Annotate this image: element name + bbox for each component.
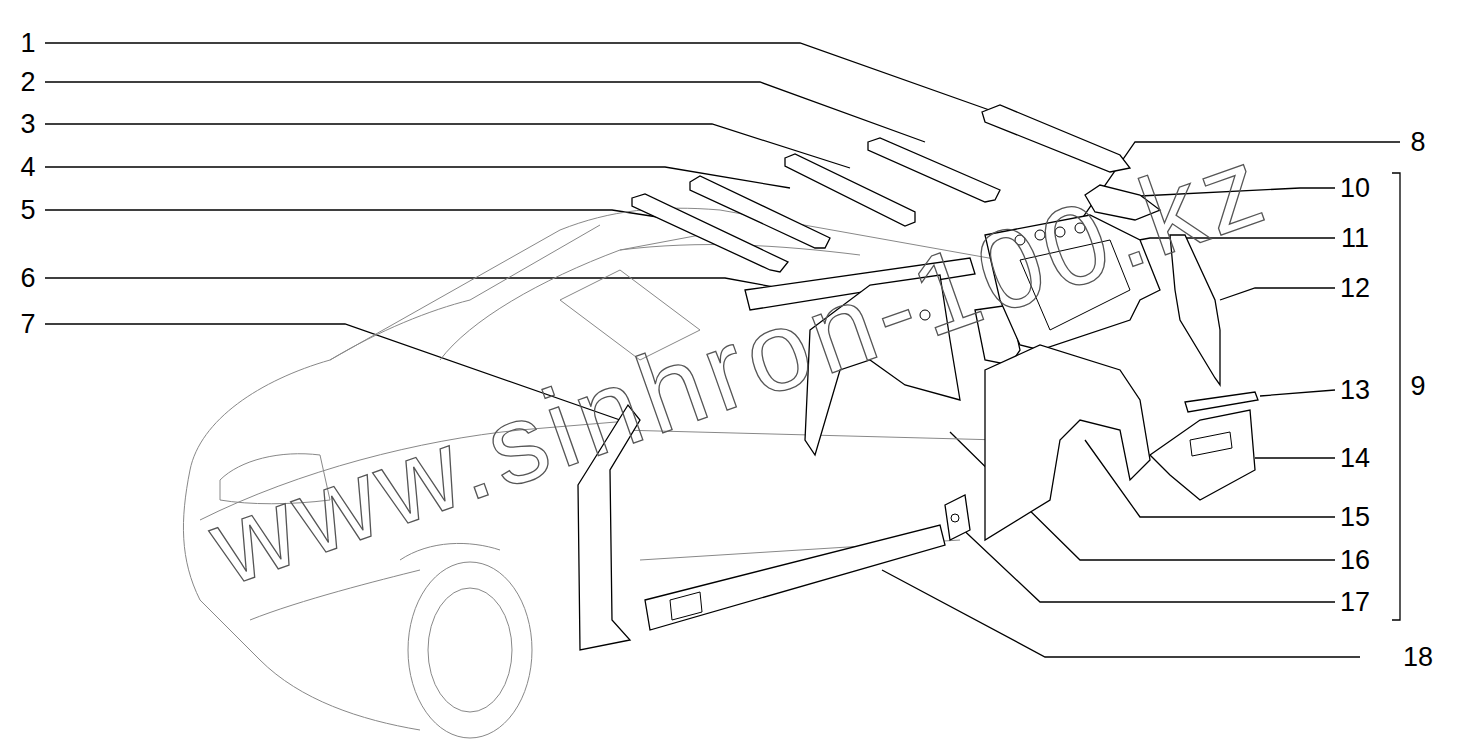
watermark: www.sinhron-100.kz xyxy=(194,119,1284,611)
callout-number: 8 xyxy=(1410,129,1425,156)
callout-number: 16 xyxy=(1340,547,1370,574)
callout-number: 11 xyxy=(1341,225,1369,252)
callout-number: 3 xyxy=(20,111,35,138)
callout-number: 4 xyxy=(20,154,35,181)
callout-number: 17 xyxy=(1340,589,1370,616)
callout-number: 13 xyxy=(1340,377,1370,404)
callout-number: 6 xyxy=(20,265,35,292)
callout-number: 15 xyxy=(1340,504,1370,531)
callout-number: 18 xyxy=(1403,644,1433,671)
callout-number: 5 xyxy=(20,197,35,224)
callout-number: 12 xyxy=(1340,275,1370,302)
callout-number: 1 xyxy=(20,30,35,57)
callout-number: 9 xyxy=(1410,373,1425,400)
callout-number: 10 xyxy=(1340,175,1370,202)
callout-number: 2 xyxy=(20,69,35,96)
callout-number: 7 xyxy=(20,311,35,338)
callout-number: 14 xyxy=(1340,445,1370,472)
